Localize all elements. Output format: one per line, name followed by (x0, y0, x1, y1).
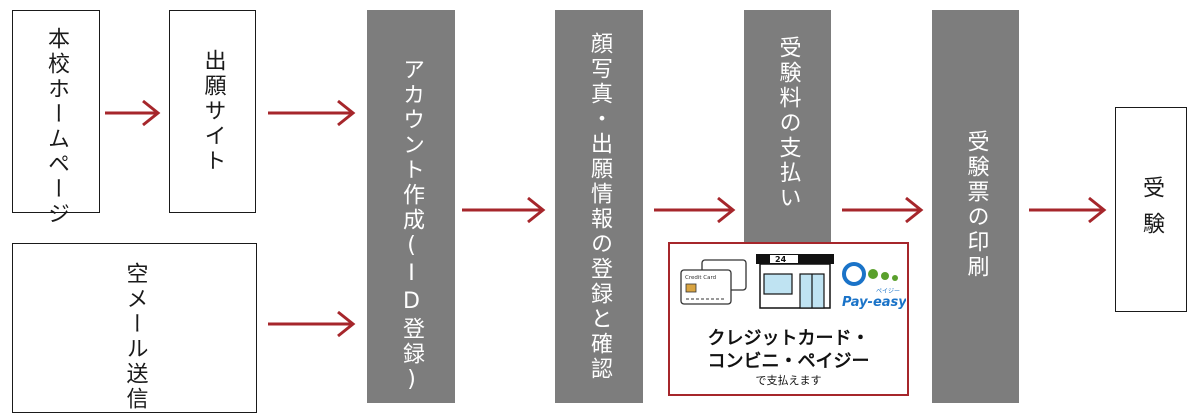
payeasy-logo-text: Pay-easy (842, 295, 906, 310)
step-register-label: 顔写真・出願情報の登録と確認 (587, 32, 612, 382)
step-print-box: 受験票の印刷 (932, 10, 1019, 403)
payment-methods-line2: コンビニ・ペイジー (707, 351, 870, 372)
arrow-site-to-account (268, 99, 356, 127)
step-site-box: 出願サイト (169, 10, 256, 213)
payeasy-logo-icon: ペイジー Pay-easy (842, 262, 906, 310)
step-site-label: 出願サイト (200, 49, 226, 174)
step-account-box: アカウント作成(ID登録) (367, 10, 455, 403)
credit-card-text: Credit Card (685, 275, 716, 281)
step-account-label: アカウント作成(ID登録) (399, 58, 424, 395)
step-homepage-box: 本校ホームページ (12, 10, 100, 227)
step-exam-label: 受験 (1139, 176, 1164, 248)
step-register-box: 顔写真・出願情報の登録と確認 (555, 10, 643, 403)
arrow-payment-to-print (842, 196, 924, 224)
payment-methods-panel: Credit Card 24 ペイジー Pay-easy クレジットカード・ コ… (668, 242, 909, 396)
arrow-email-to-account (268, 310, 356, 338)
step-homepage-label: 本校ホームページ (44, 27, 69, 227)
arrow-account-to-register (462, 196, 546, 224)
store-number-text: 24 (775, 255, 787, 264)
step-email-box: 空メール送信 (12, 243, 257, 413)
credit-card-icon: Credit Card (680, 259, 747, 305)
step-payment-box: 受験料の支払い (744, 10, 831, 242)
step-payment-label: 受験料の支払い (775, 36, 801, 211)
payment-methods-line1: クレジットカード・ (707, 328, 870, 349)
convenience-store-icon: 24 (756, 254, 834, 309)
payeasy-kana-text: ペイジー (876, 288, 900, 295)
arrow-register-to-payment (654, 196, 736, 224)
step-email-label: 空メール送信 (122, 262, 148, 412)
payment-methods-subtitle: で支払えます (755, 374, 822, 387)
step-exam-box: 受験 (1115, 107, 1187, 312)
arrow-print-to-exam (1029, 196, 1107, 224)
step-print-label: 受験票の印刷 (963, 130, 989, 280)
arrow-homepage-to-site (105, 99, 161, 127)
